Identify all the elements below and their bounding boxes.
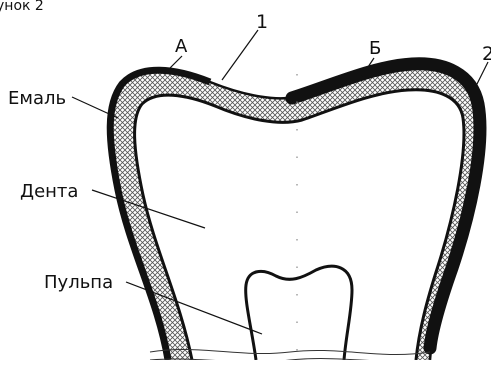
marker-1: 1	[256, 11, 268, 33]
marker-a: А	[175, 36, 188, 57]
marker-2: 2	[482, 43, 491, 65]
label-pulp: Пульпа	[44, 272, 113, 293]
leader-pulp	[126, 282, 262, 334]
leader-marker-2	[476, 62, 488, 86]
label-dentin: Дента	[20, 181, 78, 202]
leader-marker-a	[170, 56, 182, 68]
pulp-chamber	[246, 266, 352, 360]
marker-b: Б	[369, 38, 381, 59]
figure-caption: унок 2	[0, 0, 44, 14]
leader-marker-1	[222, 30, 258, 80]
label-enamel: Емаль	[8, 88, 66, 109]
